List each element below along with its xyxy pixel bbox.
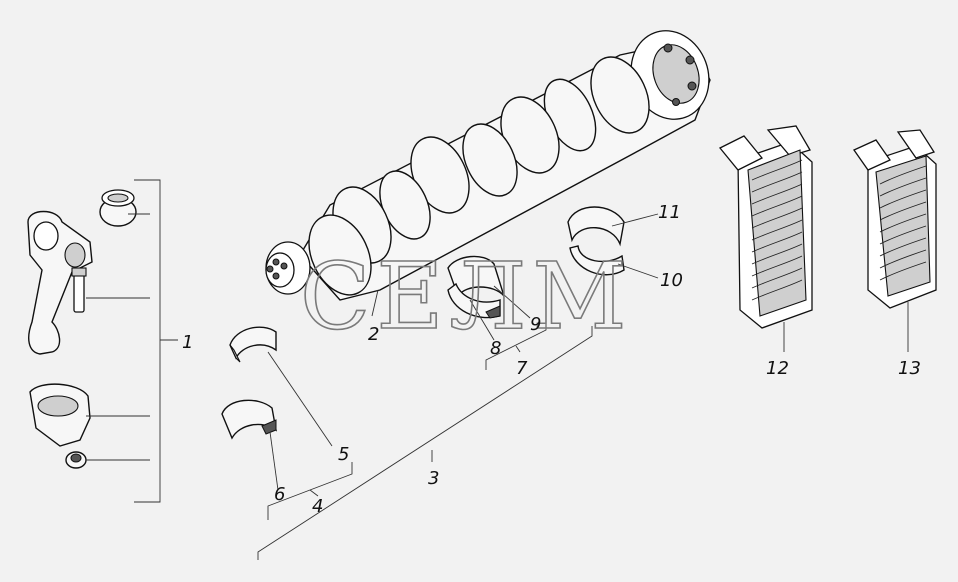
callout-13: 13 [898,358,921,379]
callout-1: 1 [182,332,193,353]
thrust-ring-lower [569,245,625,276]
callout-3: 3 [428,468,439,489]
callout-11: 11 [658,202,681,223]
rod-nut [65,451,87,469]
bearing-shell-lower [221,399,277,440]
rod-cap [29,383,91,447]
bearing-pack-12 [718,125,813,329]
leader-lines [86,179,909,560]
rod-bearing-lower [447,282,501,319]
bearing-pack-13 [853,129,937,309]
callout-4: 4 [312,496,323,517]
callout-2: 2 [368,324,379,345]
callout-7: 7 [516,358,528,379]
bearing-shell-upper [229,326,277,363]
connecting-rod [27,210,93,355]
callout-5: 5 [338,444,349,465]
callout-9: 9 [530,314,541,335]
callout-6: 6 [274,484,285,505]
watermark-text: СЕЛМ [300,243,633,350]
callout-10: 10 [660,270,683,291]
small-end-bushing [99,189,137,227]
thrust-ring-upper [567,206,625,247]
rod-bearing-upper [447,255,505,298]
crankshaft [265,30,711,301]
callout-12: 12 [766,358,789,379]
callout-8: 8 [490,338,501,359]
